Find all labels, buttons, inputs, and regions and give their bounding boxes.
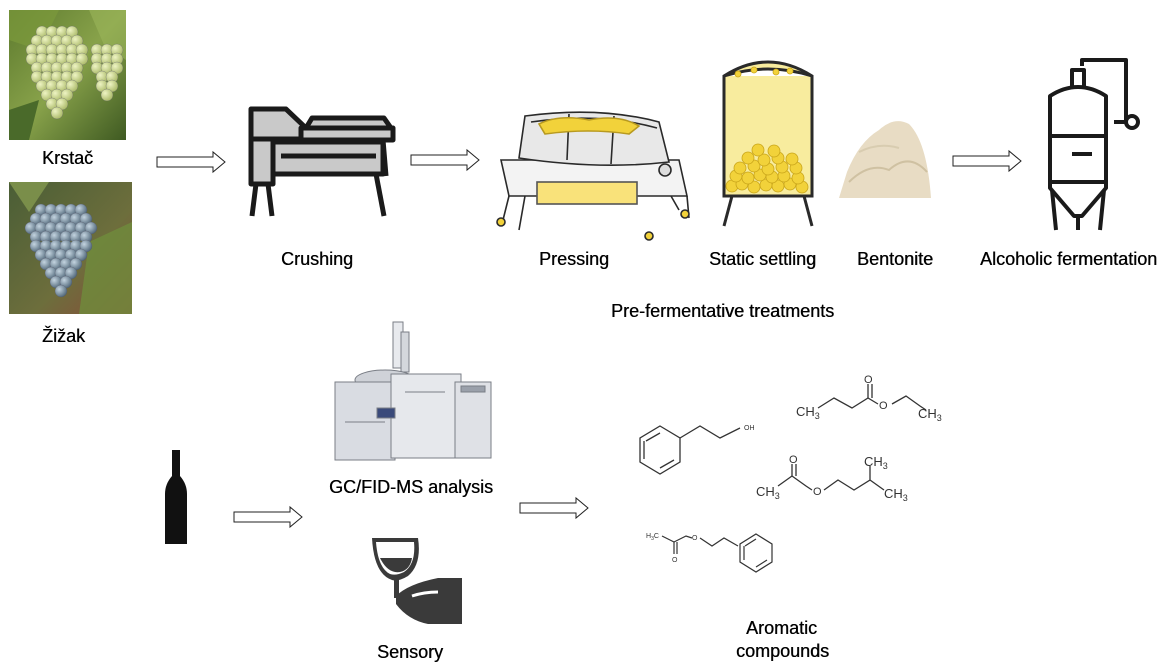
pre-fermentative-treatments-label: Pre-fermentative treatments: [611, 301, 835, 321]
aromatic-compounds-label-line2: compounds: [736, 641, 830, 661]
settling-bubble: [772, 68, 780, 76]
settling-bubble: [786, 67, 794, 75]
svg-text:H3C: H3C: [646, 533, 659, 542]
settling-bubble: [767, 144, 781, 158]
svg-text:O: O: [789, 454, 798, 466]
step-bentonite-label: Bentonite: [857, 249, 934, 269]
step-static-settling-label: Static settling: [709, 249, 817, 269]
svg-text:CH3: CH3: [864, 454, 888, 471]
phenylethyl-acetate-structure: H3C O O: [646, 533, 773, 573]
settling-bubble: [785, 152, 799, 166]
grape-berry: [100, 88, 114, 102]
step-alcoholic-fermentation-label: Alcoholic fermentation: [980, 249, 1158, 269]
arrow-to-crushing: [156, 150, 226, 174]
svg-text:CH3: CH3: [918, 406, 942, 423]
sensory-label: Sensory: [377, 642, 444, 662]
arrow-to-fermentation: [952, 149, 1022, 173]
oh-label: OH: [744, 425, 755, 432]
svg-text:O: O: [813, 486, 822, 498]
gc-fid-ms-analysis-label: GC/FID-MS analysis: [329, 477, 494, 497]
svg-text:CH3: CH3: [796, 404, 820, 421]
sensory-wine-glass-icon: [372, 538, 462, 624]
ethyl-butanoate-structure: CH3 O O CH3: [796, 374, 942, 423]
variety-zizak-label: Žižak: [42, 326, 86, 346]
settling-tank-icon: [722, 60, 814, 227]
arrow-to-pressing: [410, 148, 480, 172]
settling-bubble: [734, 70, 742, 78]
wine-bottle-icon: [165, 450, 187, 544]
bentonite-powder: [839, 121, 931, 198]
svg-text:O: O: [672, 557, 678, 564]
svg-text:O: O: [692, 535, 698, 542]
svg-text:O: O: [879, 400, 888, 412]
grape-berry: [50, 106, 64, 120]
arrow-to-analysis: [233, 505, 303, 529]
settling-bubble: [751, 143, 765, 157]
variety-krstac-label: Krstač: [42, 148, 94, 168]
crusher-icon: [248, 106, 396, 217]
settling-bubble: [750, 66, 758, 74]
fermenter-icon: [1048, 58, 1140, 231]
settling-bubble: [733, 161, 747, 175]
phenylethanol-structure: OH: [639, 425, 755, 475]
grape-berry: [54, 284, 68, 298]
step-pressing-label: Pressing: [539, 249, 610, 269]
svg-text:CH3: CH3: [884, 486, 908, 503]
zizak-photo: [9, 182, 132, 314]
svg-text:O: O: [864, 374, 873, 386]
settling-bubble: [757, 153, 771, 167]
press-icon: [496, 111, 690, 241]
arrow-to-compounds: [519, 496, 589, 520]
aromatic-compounds-label-line1: Aromatic: [746, 618, 818, 638]
step-crushing-label: Crushing: [281, 249, 354, 269]
settling-bubble: [741, 171, 755, 185]
gc-ms-instrument: [334, 321, 492, 461]
svg-text:CH3: CH3: [756, 484, 780, 501]
krstac-photo: [9, 10, 126, 140]
settling-bubble: [741, 151, 755, 165]
isoamyl-acetate-structure: CH3 O O CH3 CH3: [756, 454, 908, 503]
